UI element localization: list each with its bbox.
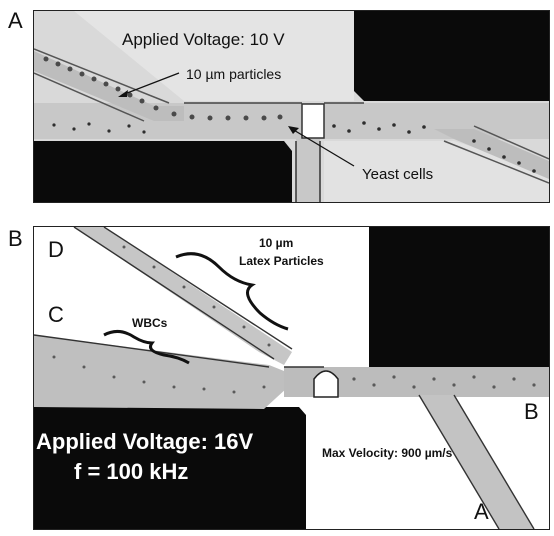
latex-particles-label: Latex Particles [239, 254, 324, 268]
port-b-label: B [524, 399, 539, 424]
port-d-label: D [48, 237, 64, 262]
panel-a-cells-label: Yeast cells [362, 166, 433, 183]
panel-a-letter: A [8, 8, 23, 33]
panel-b-micrograph: D C B A 10 µm Latex Particles WBCs Appli… [33, 226, 550, 530]
panel-a-micrograph: Applied Voltage: 10 V 10 µm particles Ye… [33, 10, 550, 203]
panel-b-image: D C B A 10 µm Latex Particles WBCs Appli… [34, 227, 549, 529]
panel-b-voltage-label: Applied Voltage: 16V [36, 429, 254, 454]
electrode-top-right [354, 11, 549, 101]
latex-size-label: 10 µm [259, 236, 293, 250]
port-a-label: A [474, 499, 489, 524]
panel-a-voltage-label: Applied Voltage: 10 V [122, 30, 285, 49]
panel-a-particles-label: 10 µm particles [186, 66, 281, 82]
port-c-label: C [48, 302, 64, 327]
electrode-top-right [369, 227, 549, 367]
electrode-bottom-left [34, 141, 292, 202]
panel-a-image: Applied Voltage: 10 V 10 µm particles Ye… [34, 11, 549, 202]
wbc-label: WBCs [132, 316, 168, 330]
panel-b-frequency-label: f = 100 kHz [74, 459, 188, 484]
max-velocity-label: Max Velocity: 900 µm/s [322, 446, 453, 460]
panel-b-letter: B [8, 226, 23, 251]
electrode-bottom-left [34, 407, 306, 529]
